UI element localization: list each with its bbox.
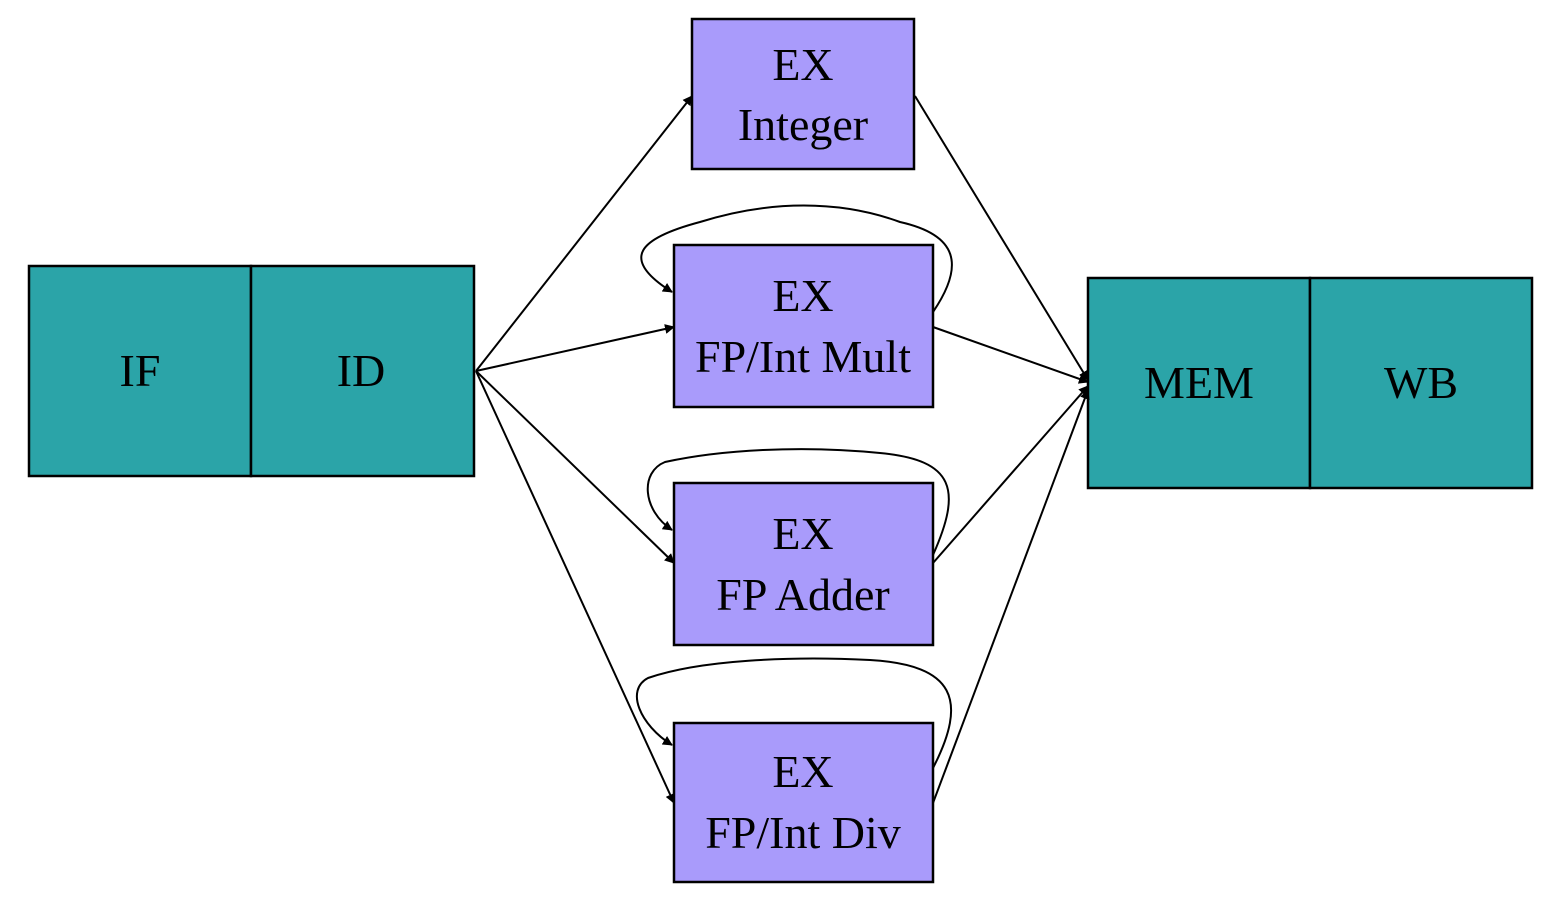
stage-id: ID	[249, 264, 476, 478]
edge-adder-to-mem	[932, 385, 1089, 564]
loop-adder	[646, 448, 950, 556]
stage-id-box	[249, 264, 476, 478]
unit-div: EX FP/Int Div	[672, 721, 935, 884]
edge-div-to-mem	[932, 389, 1090, 804]
edge-integer-to-mem	[914, 95, 1089, 381]
stage-mem: MEM	[1086, 276, 1312, 490]
unit-div-line2: FP/Int Div	[705, 807, 901, 858]
unit-adder-line2: FP Adder	[716, 569, 889, 620]
unit-integer: EX Integer	[690, 17, 916, 171]
stage-wb-box	[1308, 276, 1534, 490]
stage-if-label: IF	[120, 345, 161, 396]
stage-mem-label: MEM	[1144, 357, 1254, 408]
unit-adder: EX FP Adder	[672, 481, 935, 647]
stage-mem-box	[1086, 276, 1312, 490]
unit-mult-line1: EX	[772, 270, 833, 321]
stage-id-label: ID	[337, 345, 386, 396]
unit-adder-line1: EX	[772, 508, 833, 559]
unit-integer-line1: EX	[772, 39, 833, 90]
edge-id-to-div	[475, 370, 675, 804]
stage-wb: WB	[1308, 276, 1534, 490]
edge-id-to-mult	[475, 324, 675, 372]
edge-mult-to-mem	[932, 326, 1089, 384]
loop-mult	[640, 204, 953, 313]
edge-id-to-integer	[475, 95, 693, 372]
unit-mult: EX FP/Int Mult	[672, 243, 935, 409]
unit-integer-box	[690, 17, 916, 171]
unit-adder-box	[672, 481, 935, 647]
stage-wb-label: WB	[1384, 357, 1458, 408]
unit-mult-line2: FP/Int Mult	[695, 331, 911, 382]
stage-if: IF	[27, 264, 253, 478]
stage-if-box	[27, 264, 253, 478]
loop-div	[635, 657, 953, 769]
unit-integer-line2: Integer	[738, 99, 868, 150]
edge-id-to-adder	[475, 370, 675, 564]
unit-mult-box	[672, 243, 935, 409]
unit-div-line1: EX	[772, 746, 833, 797]
